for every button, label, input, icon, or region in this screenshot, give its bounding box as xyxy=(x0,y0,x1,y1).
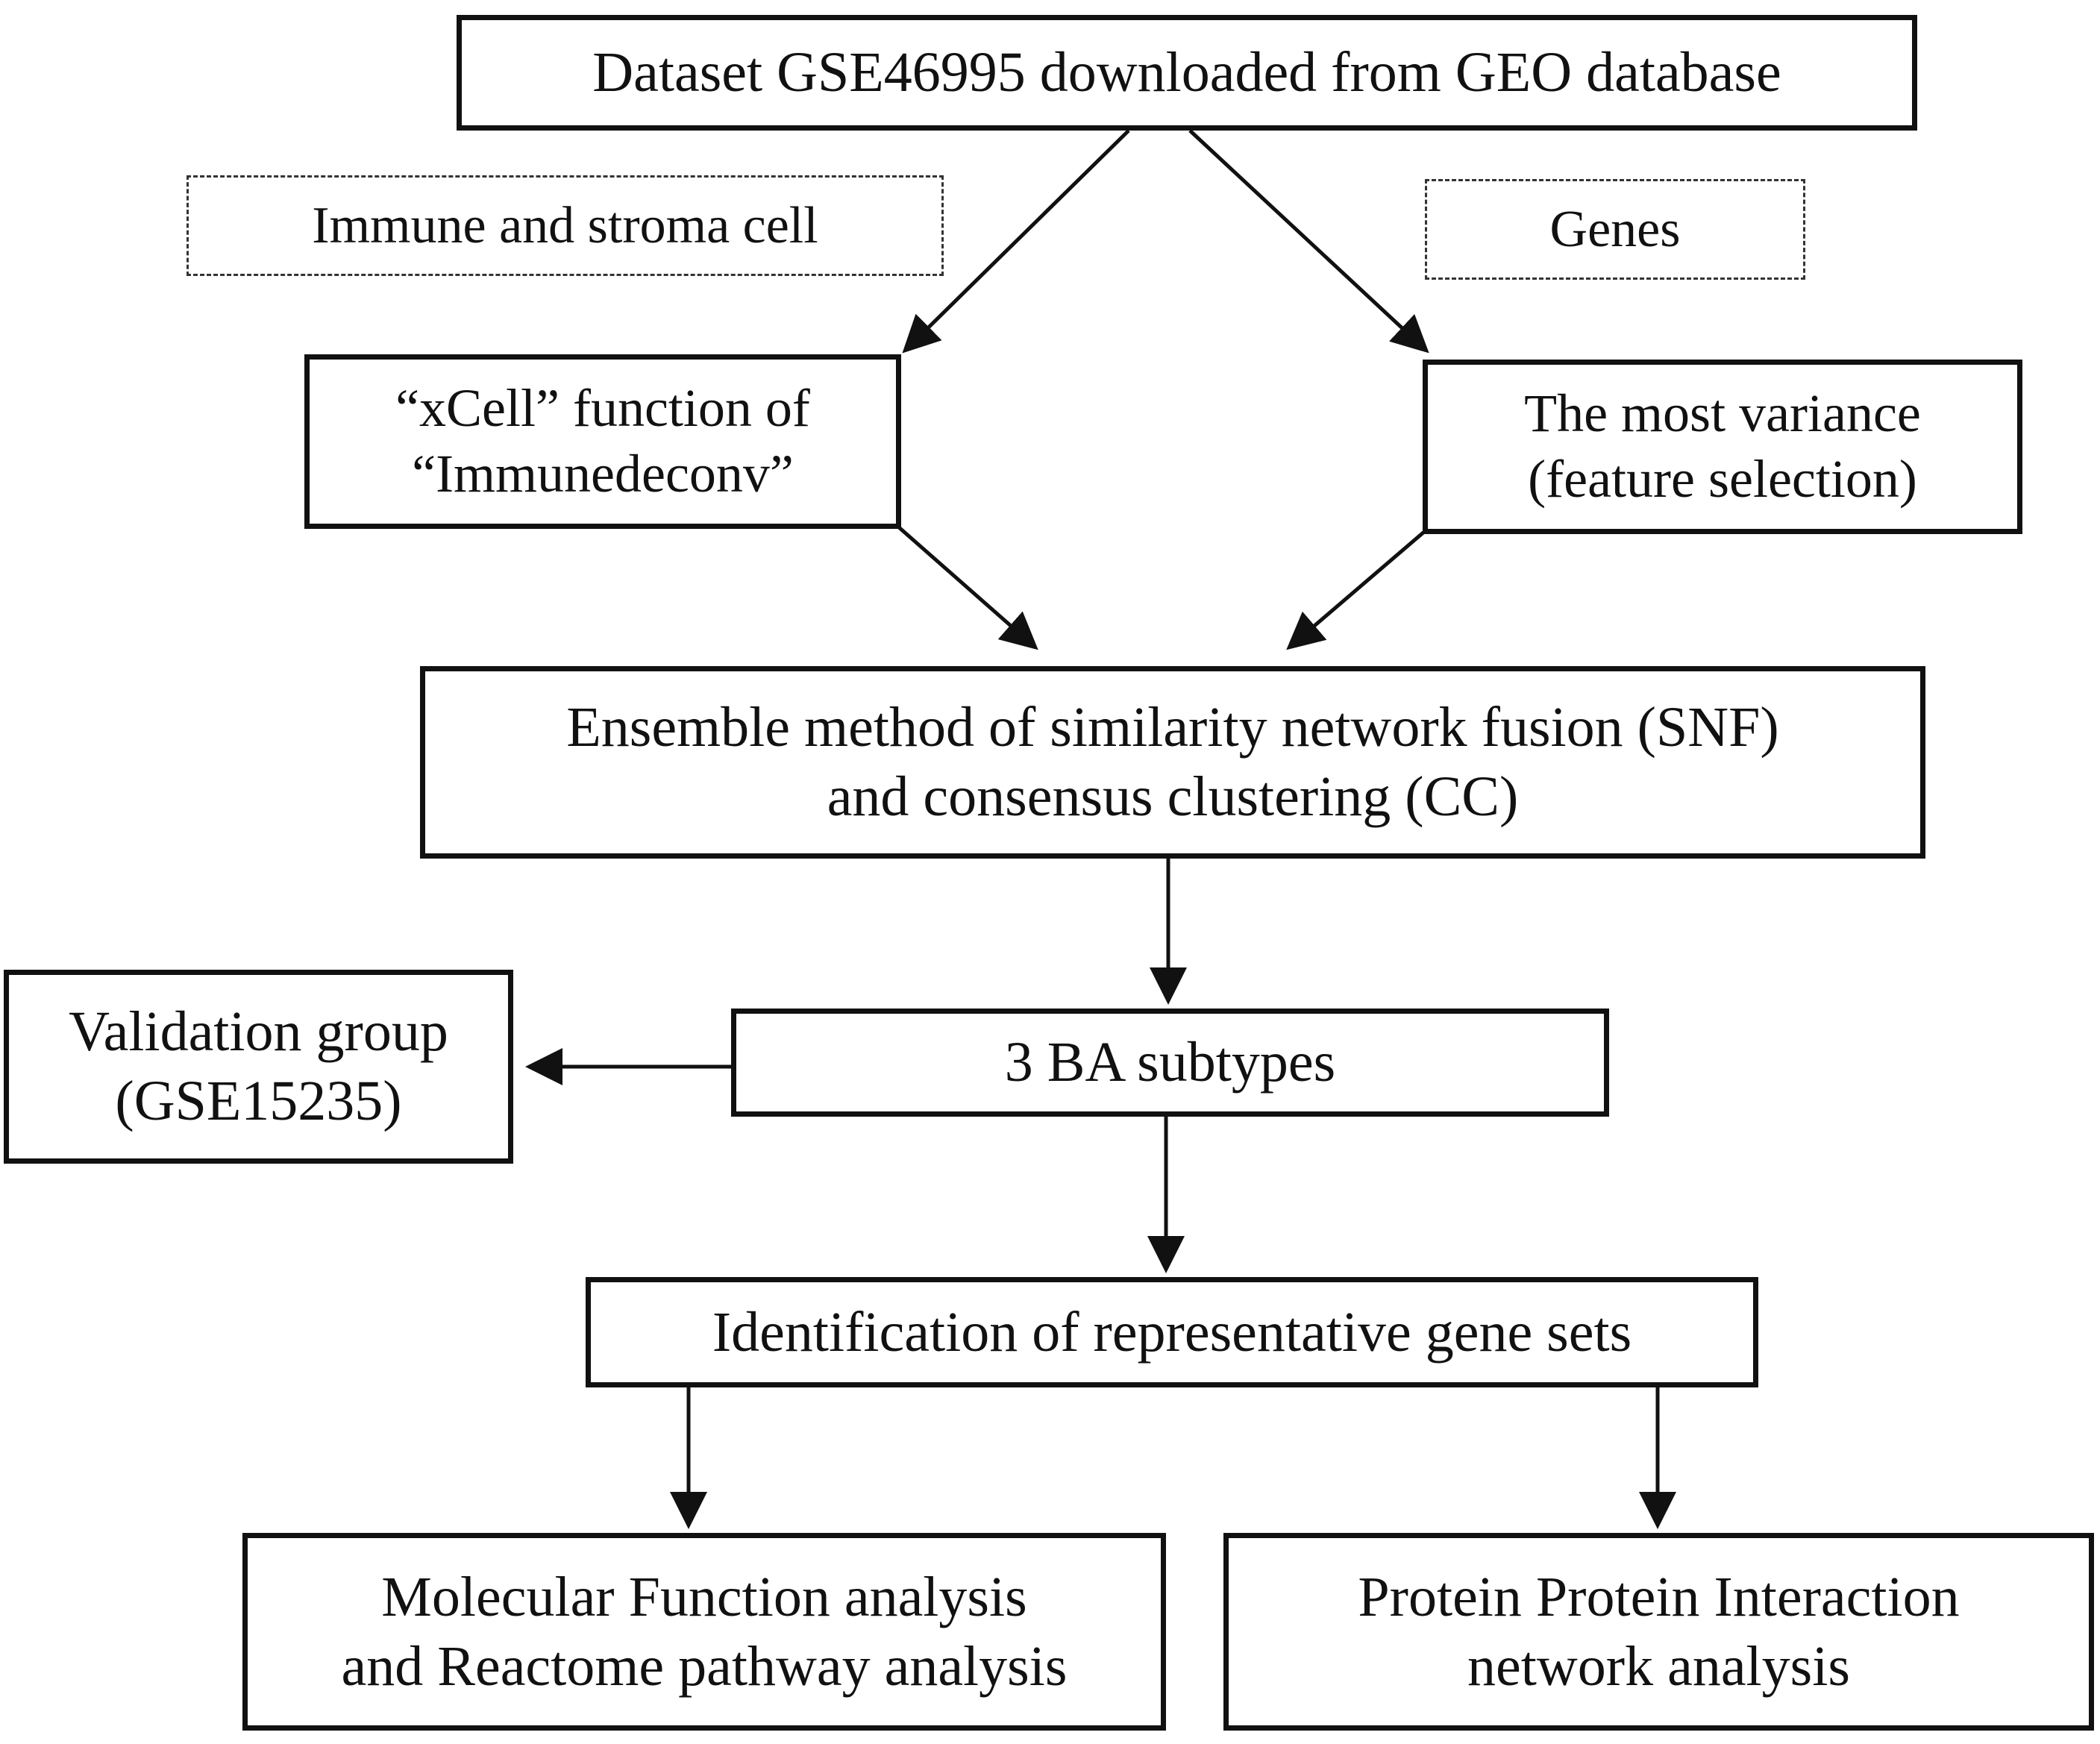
subtypes-label: 3 BA subtypes xyxy=(1004,1031,1336,1094)
ensemble-label-line-2: and consensus clustering (CC) xyxy=(827,765,1519,828)
ensemble-box: Ensemble method of similarity network fu… xyxy=(420,666,1925,859)
validation-box: Validation group (GSE15235) xyxy=(4,970,513,1164)
dataset-box: Dataset GSE46995 downloaded from GEO dat… xyxy=(457,15,1917,131)
ensemble-label-line-1: Ensemble method of similarity network fu… xyxy=(566,696,1779,759)
xcell-label-line-1: “xCell” function of xyxy=(395,378,810,439)
identification-label: Identification of representative gene se… xyxy=(712,1300,1632,1364)
edge-dataset-to-variance xyxy=(1188,129,1429,354)
edge-dataset-to-xcell xyxy=(902,129,1130,354)
variance-label-line-2: (feature selection) xyxy=(1528,449,1917,509)
dataset-label: Dataset GSE46995 downloaded from GEO dat… xyxy=(592,41,1781,104)
xcell-label-line-2: “Immunedeconv” xyxy=(412,444,794,504)
immune-stroma-label: Immune and stroma cell xyxy=(312,196,818,254)
variance-box: The most variance (feature selection) xyxy=(1423,360,2022,534)
subtypes-box: 3 BA subtypes xyxy=(731,1009,1609,1117)
validation-label-line-2: (GSE15235) xyxy=(115,1070,402,1132)
validation-label-line-1: Validation group xyxy=(69,1000,448,1064)
molecular-label-line-2: and Reactome pathway analysis xyxy=(341,1634,1068,1698)
identification-box: Identification of representative gene se… xyxy=(586,1277,1758,1387)
immune-stroma-label-box: Immune and stroma cell xyxy=(187,175,944,276)
edge-variance-to-ensemble xyxy=(1286,530,1426,650)
variance-label-line-1: The most variance xyxy=(1524,383,1921,444)
ppi-label-line-1: Protein Protein Interaction xyxy=(1358,1565,1960,1628)
xcell-box: “xCell” function of “Immunedeconv” xyxy=(304,354,901,529)
ppi-label-line-2: network analysis xyxy=(1467,1634,1850,1698)
ppi-box: Protein Protein Interaction network anal… xyxy=(1223,1533,2094,1731)
edge-xcell-to-ensemble xyxy=(897,526,1038,650)
genes-label-box: Genes xyxy=(1425,179,1805,280)
molecular-box: Molecular Function analysis and Reactome… xyxy=(242,1533,1166,1731)
genes-label: Genes xyxy=(1549,200,1681,258)
molecular-label-line-1: Molecular Function analysis xyxy=(381,1565,1027,1628)
